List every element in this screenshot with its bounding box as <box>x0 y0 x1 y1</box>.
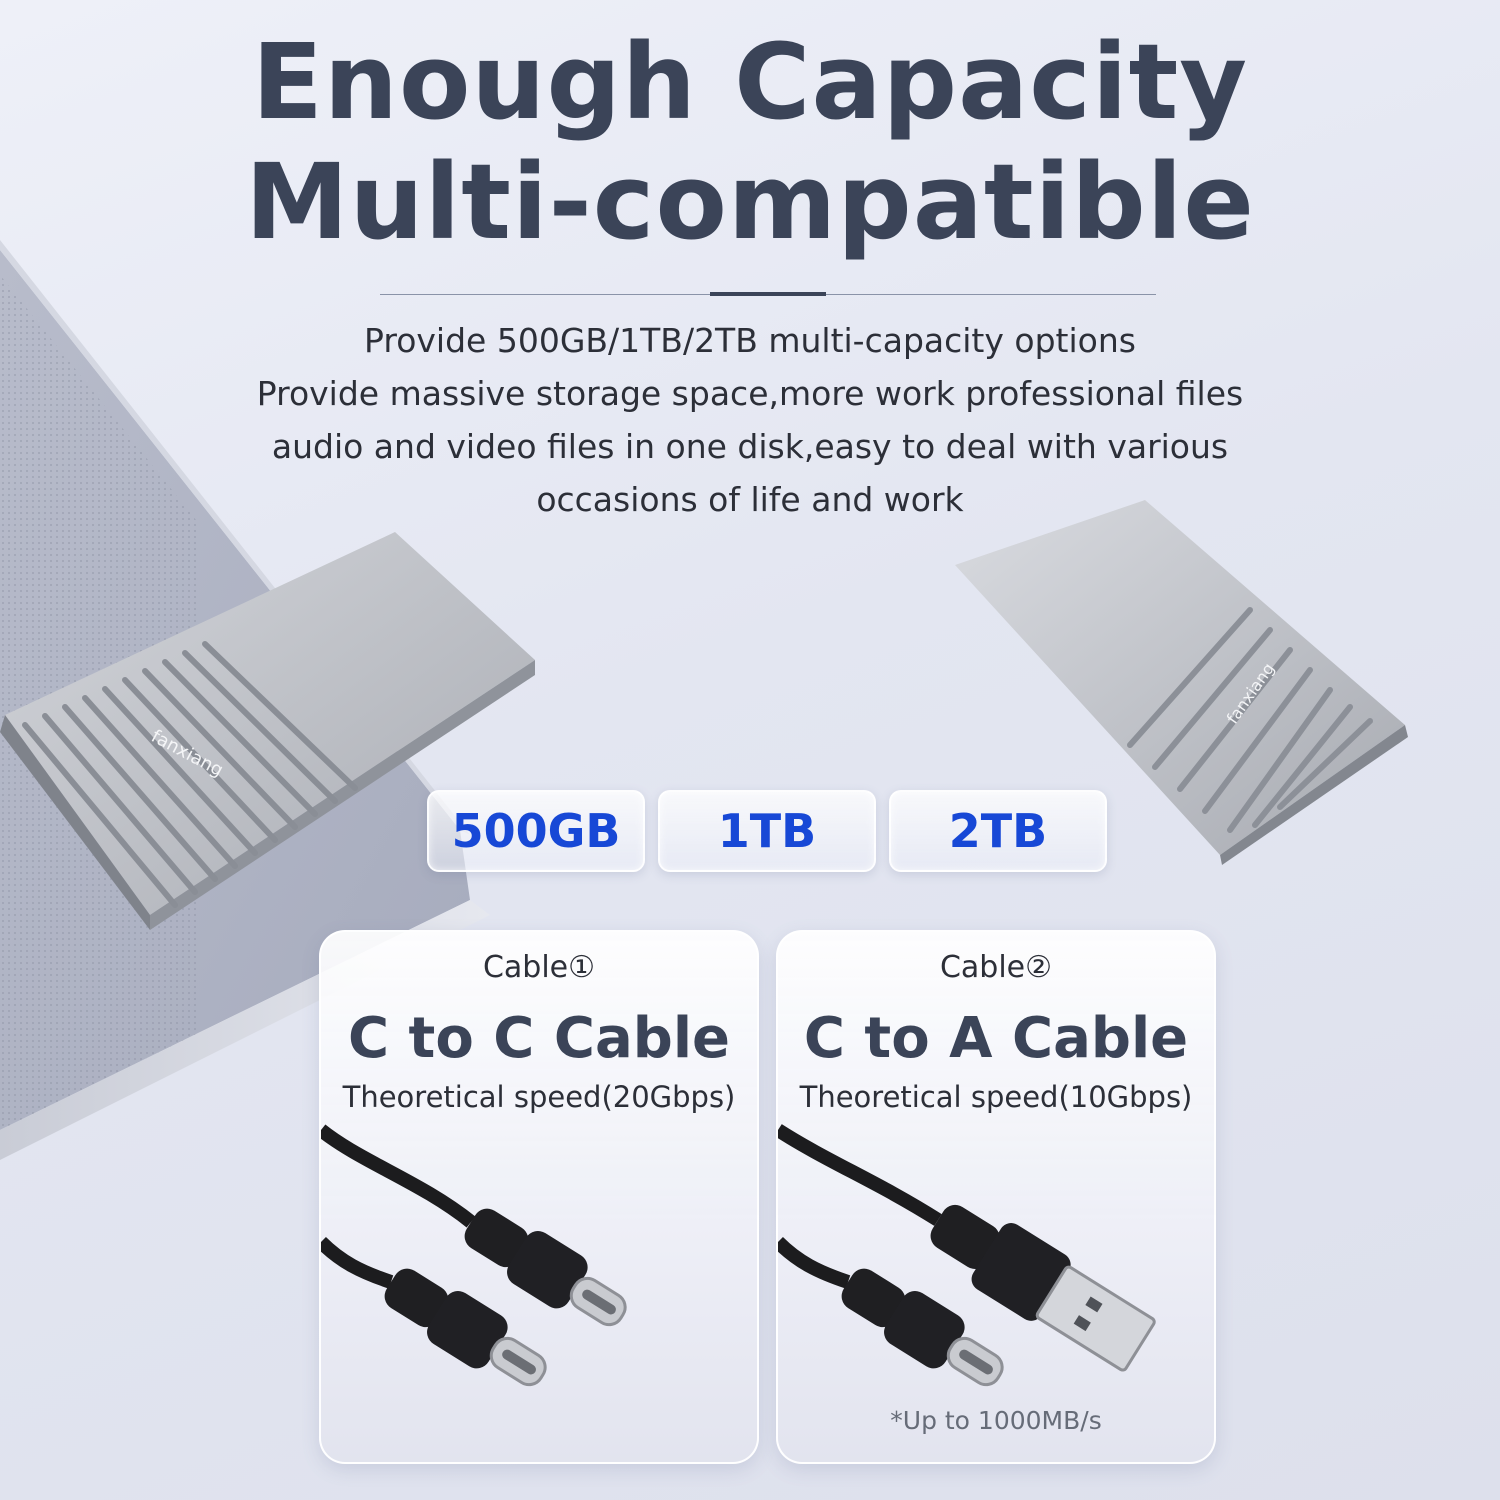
ssd-brand-label-left: fanxiang <box>148 726 227 781</box>
ssd-brand-label-right: fanxiang <box>1223 659 1278 727</box>
headline-line-1: Enough Capacity <box>251 21 1249 143</box>
cable-tag: Cable① <box>482 950 596 985</box>
cable-speed: Theoretical speed(20Gbps) <box>342 1080 736 1114</box>
description: Provide 500GB/1TB/2TB multi-capacity opt… <box>0 314 1500 526</box>
description-line: Provide massive storage space,more work … <box>256 374 1244 413</box>
description-line: occasions of life and work <box>536 480 964 519</box>
c-to-c-cable-image <box>321 1124 627 1387</box>
cable-card-c-to-a: Cable② C to A Cable Theoretical speed(10… <box>776 930 1216 1464</box>
cable-card-c-to-c: Cable① C to C Cable Theoretical speed(20… <box>319 930 759 1464</box>
headline-line-2: Multi-compatible <box>245 141 1255 263</box>
c-to-a-cable-image <box>778 1124 1156 1387</box>
cable-speed: Theoretical speed(10Gbps) <box>799 1080 1193 1114</box>
description-line: audio and video files in one disk,easy t… <box>271 427 1229 466</box>
capacity-option-2tb[interactable]: 2TB <box>889 790 1107 872</box>
cable-tag: Cable② <box>939 950 1053 985</box>
cable-name: C to A Cable <box>803 1006 1189 1071</box>
cable-note: *Up to 1000MB/s <box>890 1406 1102 1435</box>
ssd-product-left: fanxiang <box>0 532 535 930</box>
divider-accent <box>710 292 826 296</box>
description-line: Provide 500GB/1TB/2TB multi-capacity opt… <box>364 321 1136 360</box>
capacity-option-500gb[interactable]: 500GB <box>427 790 645 872</box>
capacity-option-1tb[interactable]: 1TB <box>658 790 876 872</box>
cable-name: C to C Cable <box>347 1006 731 1071</box>
